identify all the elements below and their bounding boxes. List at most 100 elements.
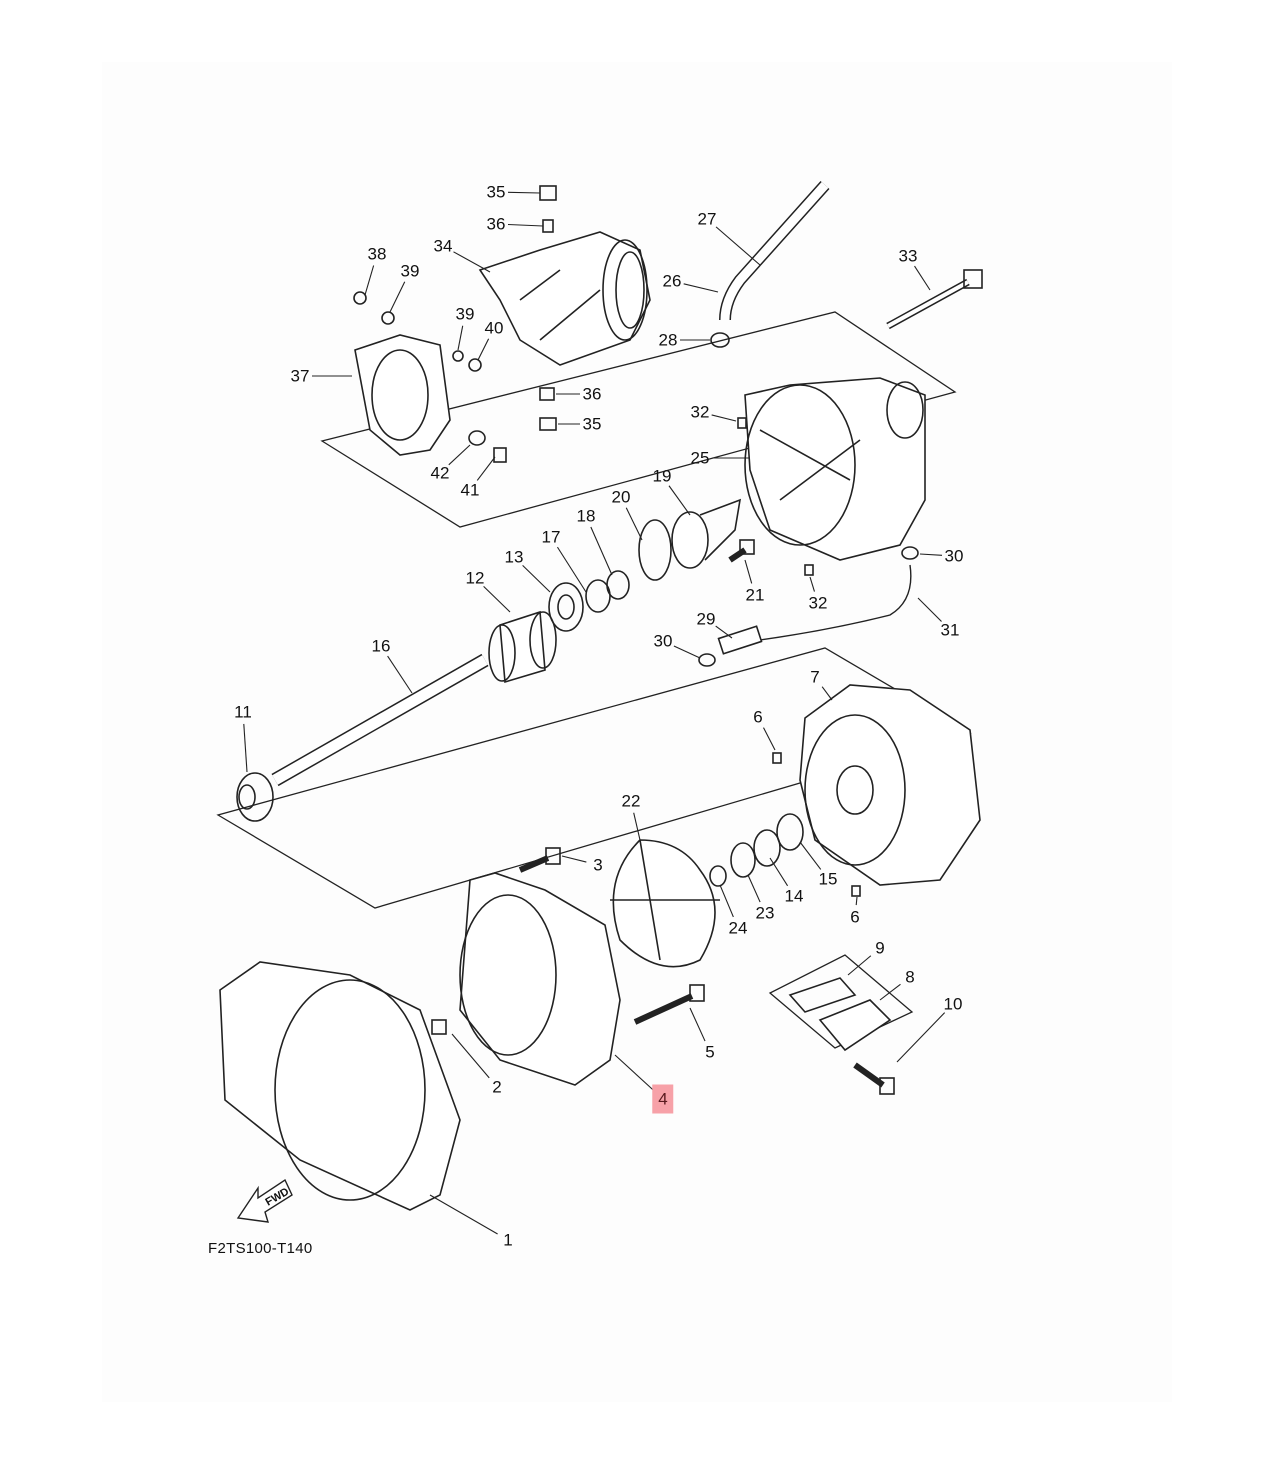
callout-part-34[interactable]: 34 <box>433 236 453 256</box>
callout-part-26[interactable]: 26 <box>662 271 682 291</box>
leader-line <box>855 896 858 906</box>
leader-line <box>896 1012 946 1063</box>
part-5-bolt <box>633 984 705 1025</box>
callout-part-20[interactable]: 20 <box>611 487 631 507</box>
callout-part-33[interactable]: 33 <box>898 246 918 266</box>
leader-line <box>719 884 734 918</box>
leader-line <box>769 857 789 887</box>
part-12-sleeve <box>488 610 557 684</box>
callout-part-31[interactable]: 31 <box>940 620 960 640</box>
part-16-drive-shaft <box>271 653 489 787</box>
callout-part-10[interactable]: 10 <box>943 994 963 1014</box>
leader-line <box>556 546 587 593</box>
callout-part-32[interactable]: 32 <box>808 593 828 613</box>
leader-line <box>744 559 753 584</box>
leader-line <box>457 325 464 351</box>
callout-part-19[interactable]: 19 <box>652 466 672 486</box>
fwd-label: FWD <box>264 1186 292 1209</box>
leader-line <box>590 526 613 576</box>
callout-part-32[interactable]: 32 <box>690 402 710 422</box>
callout-part-15[interactable]: 15 <box>818 869 838 889</box>
callout-part-23[interactable]: 23 <box>755 903 775 923</box>
leader-line <box>763 727 776 751</box>
callout-part-35[interactable]: 35 <box>582 414 602 434</box>
leader-line <box>389 281 406 313</box>
part-37-reverse-gate <box>354 334 451 456</box>
leader-line <box>917 597 942 622</box>
callout-part-36[interactable]: 36 <box>486 214 506 234</box>
callout-part-29[interactable]: 29 <box>696 609 716 629</box>
fwd-arrow-icon <box>236 1178 293 1223</box>
callout-part-21[interactable]: 21 <box>745 585 765 605</box>
callout-part-4[interactable]: 4 <box>652 1084 674 1114</box>
leader-line <box>668 485 691 516</box>
callout-part-7[interactable]: 7 <box>810 667 820 687</box>
part-21-bolt <box>728 539 755 563</box>
callout-part-41[interactable]: 41 <box>460 480 480 500</box>
part-8-cover <box>818 999 892 1052</box>
callout-part-11[interactable]: 11 <box>234 702 252 722</box>
leader-line <box>561 855 587 863</box>
leader-line <box>477 338 490 361</box>
callout-part-37[interactable]: 37 <box>290 366 310 386</box>
part-23-seal <box>730 842 756 878</box>
callout-part-5[interactable]: 5 <box>705 1042 715 1062</box>
part-2-dowel <box>431 1019 447 1035</box>
leader-line <box>821 686 833 701</box>
callout-part-39[interactable]: 39 <box>400 261 420 281</box>
callout-part-3[interactable]: 3 <box>593 855 603 875</box>
part-22-impeller <box>610 839 720 968</box>
part-14-seal <box>753 829 781 867</box>
callout-part-38[interactable]: 38 <box>367 244 387 264</box>
leader-line <box>747 874 761 903</box>
part-33-bolt <box>886 269 983 330</box>
leader-line <box>453 251 491 273</box>
leader-line <box>429 1194 498 1235</box>
callout-part-6[interactable]: 6 <box>850 907 860 927</box>
callout-part-6[interactable]: 6 <box>753 707 763 727</box>
callout-part-8[interactable]: 8 <box>905 967 915 987</box>
leader-line <box>614 1054 655 1092</box>
callout-part-35[interactable]: 35 <box>486 182 506 202</box>
callout-part-30[interactable]: 30 <box>653 631 673 651</box>
part-9-gasket <box>788 977 857 1013</box>
callout-part-28[interactable]: 28 <box>658 330 678 350</box>
leader-line <box>243 723 248 773</box>
callout-part-1[interactable]: 1 <box>503 1230 513 1250</box>
callout-part-39[interactable]: 39 <box>455 304 475 324</box>
callout-part-2[interactable]: 2 <box>492 1077 502 1097</box>
callout-part-18[interactable]: 18 <box>576 506 596 526</box>
callout-part-30[interactable]: 30 <box>944 546 964 566</box>
leader-line <box>633 812 641 841</box>
callout-part-25[interactable]: 25 <box>690 448 710 468</box>
callout-part-24[interactable]: 24 <box>728 918 748 938</box>
leader-line <box>476 456 496 481</box>
callout-part-14[interactable]: 14 <box>784 886 804 906</box>
callout-part-42[interactable]: 42 <box>430 463 450 483</box>
part-1-intake-plate <box>219 961 461 1211</box>
part-15-seal <box>776 813 804 851</box>
callout-part-22[interactable]: 22 <box>621 791 641 811</box>
leader-line <box>448 444 471 466</box>
callout-part-36[interactable]: 36 <box>582 384 602 404</box>
part-24-o-ring <box>709 865 727 887</box>
leader-line <box>522 564 551 593</box>
part-6-dowel <box>772 752 782 764</box>
callout-part-13[interactable]: 13 <box>504 547 524 567</box>
part-19-cone <box>671 498 742 569</box>
callout-part-17[interactable]: 17 <box>541 527 561 547</box>
leader-line <box>387 655 413 694</box>
part-3-bolt <box>518 847 561 873</box>
assembly-frame-small <box>768 954 914 1049</box>
callout-part-9[interactable]: 9 <box>875 938 885 958</box>
part-32-pin <box>737 417 747 429</box>
callout-part-16[interactable]: 16 <box>371 636 391 656</box>
leader-line <box>715 625 733 639</box>
leader-line <box>809 576 815 592</box>
leader-line <box>451 1033 490 1079</box>
callout-part-27[interactable]: 27 <box>697 209 717 229</box>
callout-part-12[interactable]: 12 <box>465 568 485 588</box>
callout-part-40[interactable]: 40 <box>484 318 504 338</box>
leader-line <box>879 983 901 1001</box>
